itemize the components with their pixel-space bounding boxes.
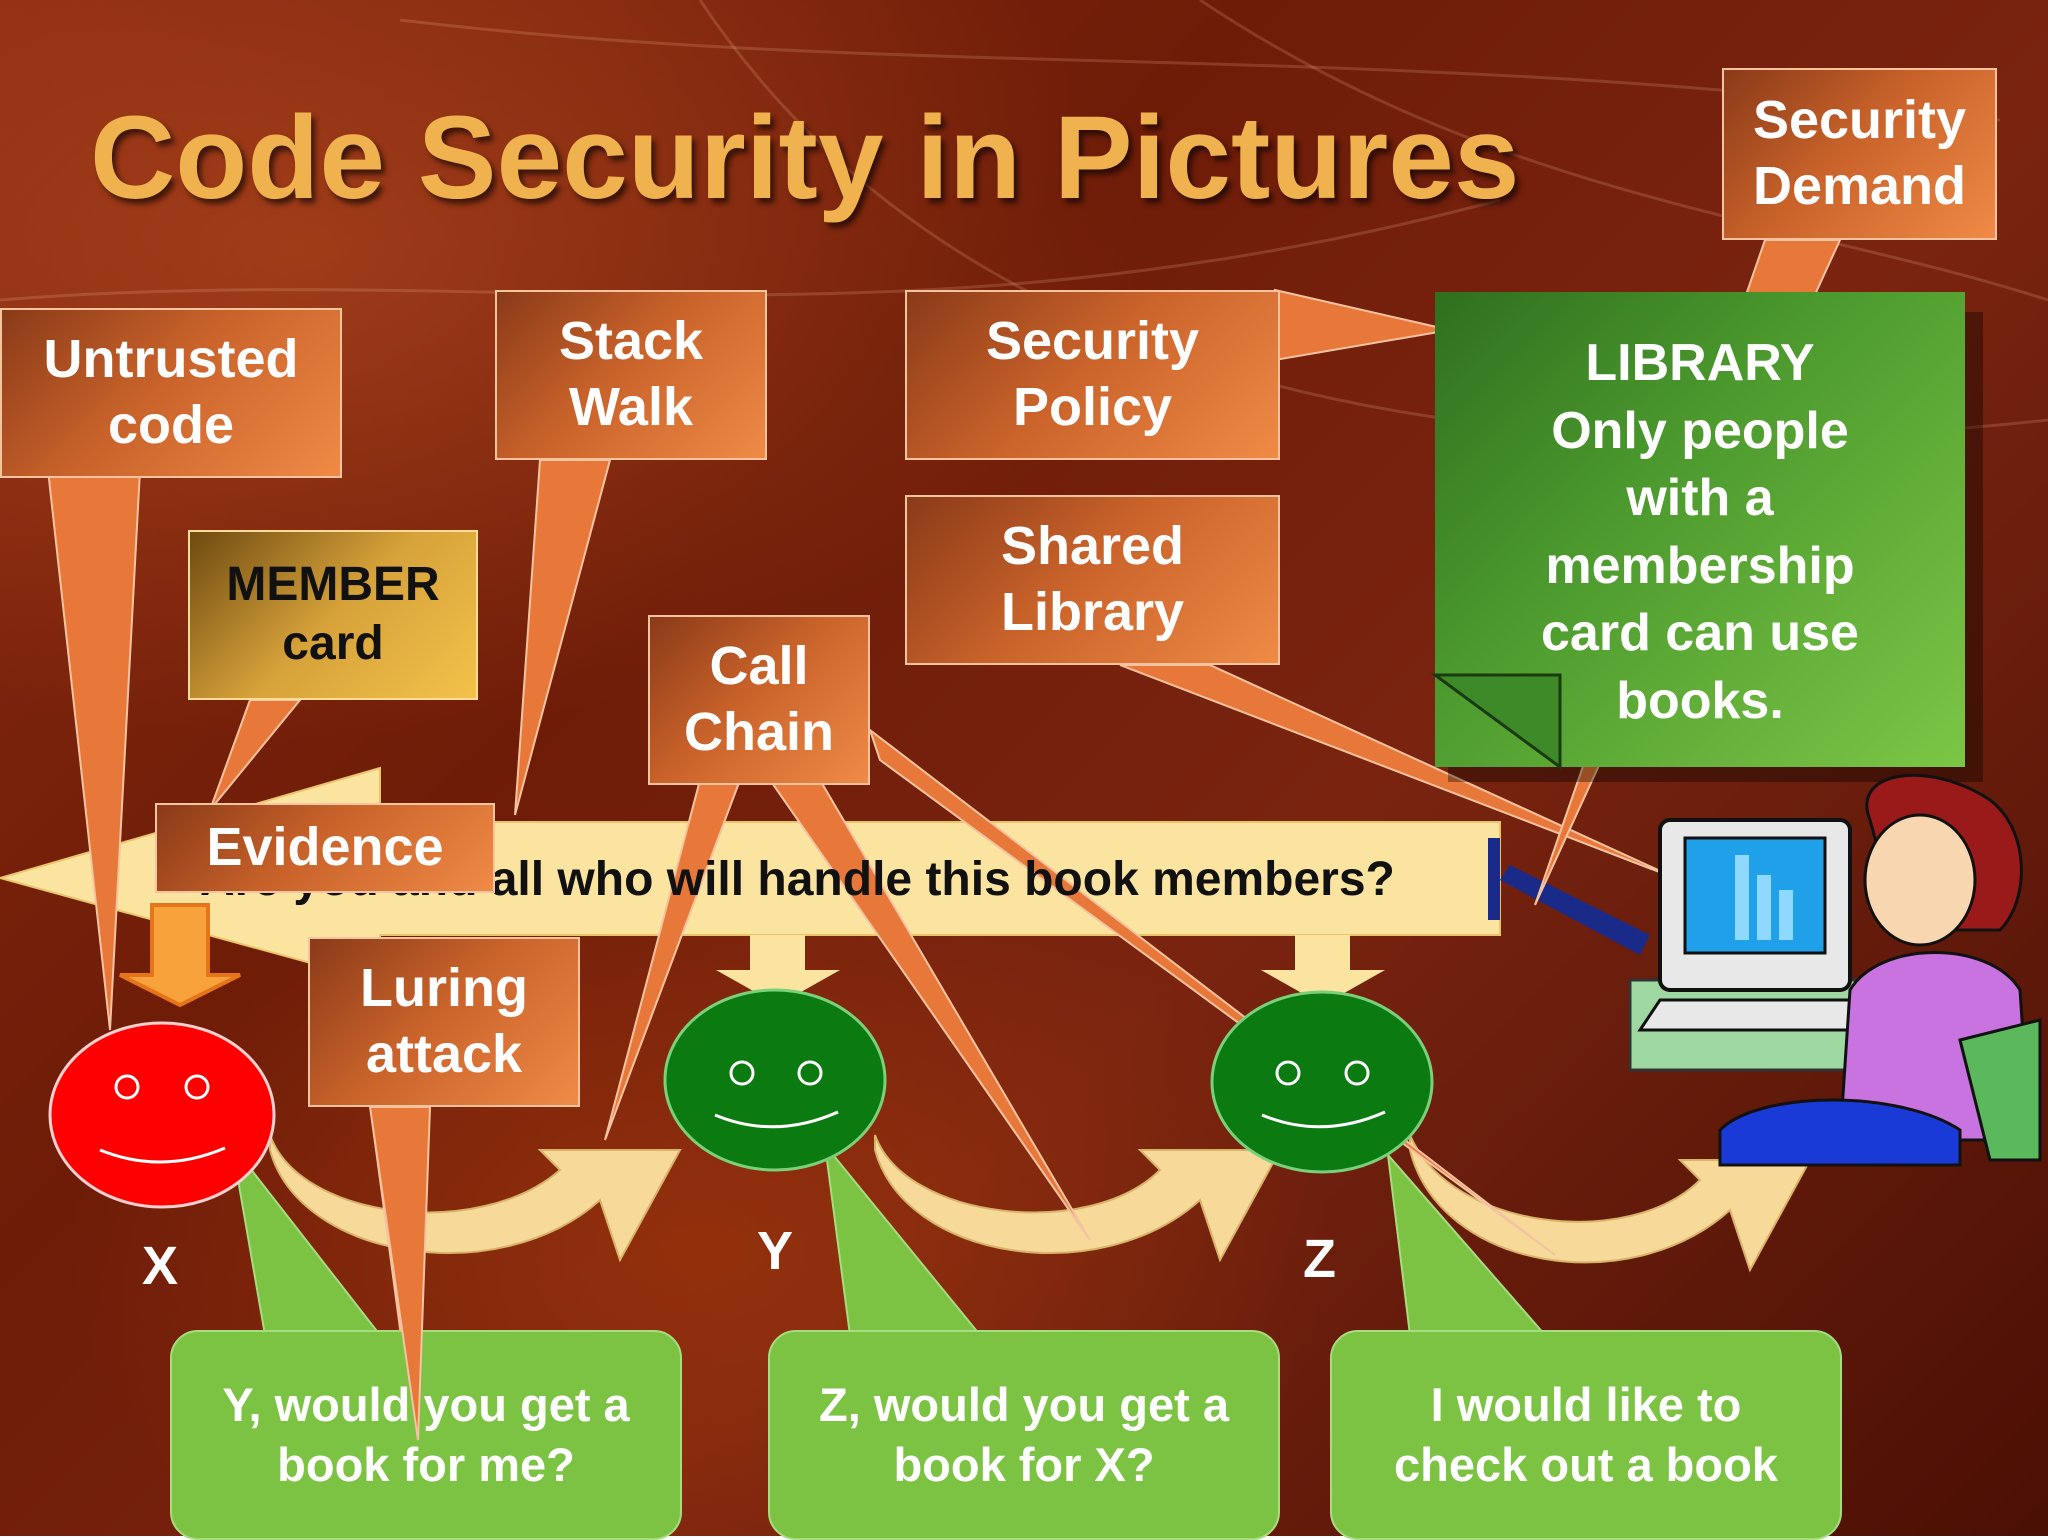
- actor-label-z: Z: [1303, 1229, 1336, 1289]
- call-arrow-x-to-y: [269, 1134, 682, 1263]
- speech-bubble-y: Z, would you get a book for X?: [768, 1330, 1280, 1540]
- callout-luring-attack: Luring attack: [308, 937, 580, 1107]
- down-arrow-x: [119, 903, 241, 1008]
- face-y: [663, 988, 887, 1172]
- shared-library-pointer: [1119, 664, 1681, 881]
- face-z: [1210, 990, 1434, 1174]
- librarian-clipart: [1628, 773, 2042, 1167]
- callout-stack-walk: Stack Walk: [495, 290, 767, 460]
- callout-shared-library: Shared Library: [905, 495, 1280, 665]
- call-arrow-y-to-z: [874, 1134, 1282, 1263]
- untrusted-code-pointer: [46, 469, 142, 1031]
- banner-bracket: [1488, 838, 1500, 920]
- slide-title: Code Security in Pictures: [90, 92, 1520, 224]
- actor-label-y: Y: [757, 1221, 794, 1281]
- callout-security-demand: Security Demand: [1722, 68, 1997, 240]
- down-arrows: [119, 903, 1385, 1008]
- library-rule-note: LIBRARY Only people with a membership ca…: [1435, 292, 1965, 767]
- callout-security-policy: Security Policy: [905, 290, 1280, 460]
- speech-bubble-x: Y, would you get a book for me?: [170, 1330, 682, 1540]
- speech-bubble-z: I would like to check out a book: [1330, 1330, 1842, 1540]
- actor-label-x: X: [142, 1236, 179, 1296]
- down-arrow-y: [716, 935, 840, 1005]
- call-arrow-z-to-library: [1409, 1134, 1812, 1273]
- callout-call-chain: Call Chain: [648, 615, 870, 785]
- stack-walk-pointer: [514, 459, 612, 816]
- member-card: MEMBER card: [188, 530, 478, 700]
- member-card-pointer: [209, 699, 303, 811]
- face-x: [48, 1021, 276, 1209]
- security-demand-pointer-foot: [1500, 865, 1650, 955]
- callout-evidence: Evidence: [155, 803, 495, 893]
- callout-untrusted-code: Untrusted code: [0, 308, 342, 478]
- down-arrow-z: [1261, 935, 1385, 1005]
- speech-tail-x: [231, 1144, 383, 1336]
- security-policy-pointer: [1274, 288, 1451, 362]
